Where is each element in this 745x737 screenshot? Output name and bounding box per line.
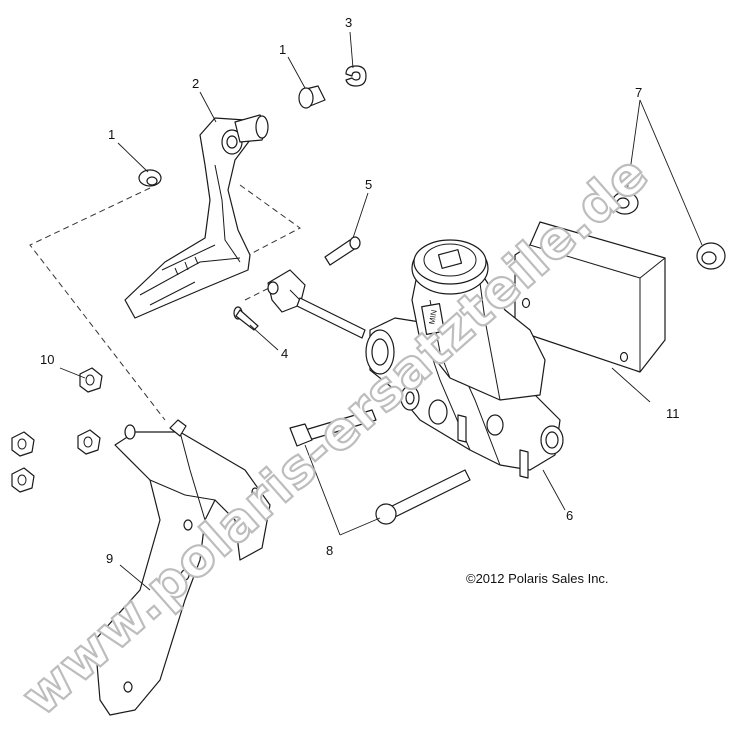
callout-1-left: 1	[108, 127, 115, 142]
callout-4: 4	[281, 346, 288, 361]
callout-9: 9	[106, 551, 113, 566]
bolt-upper	[289, 409, 377, 447]
callouts: 1 2 1 3 5 4 6 7 8 9 10 11	[40, 15, 680, 566]
callout-11: 11	[666, 406, 680, 421]
leader-lines	[59, 31, 703, 591]
grommet-lower	[696, 242, 726, 270]
nut-a	[79, 367, 103, 393]
callout-2: 2	[192, 76, 199, 91]
bushing-top	[298, 85, 326, 109]
pedal-arm	[124, 114, 269, 319]
bushing-left	[138, 169, 162, 187]
plate-bracket	[514, 221, 666, 373]
copyright-text: ©2012 Polaris Sales Inc.	[466, 571, 609, 586]
clevis-pin	[324, 236, 361, 266]
callout-8: 8	[326, 543, 333, 558]
cotter-pin	[233, 306, 259, 331]
callout-6: 6	[566, 508, 573, 523]
callout-10: 10	[40, 352, 54, 367]
grommet-upper	[611, 191, 639, 215]
e-clip	[345, 65, 367, 87]
nut-c	[77, 429, 101, 455]
bolt-lower	[375, 469, 471, 525]
callout-5: 5	[365, 177, 372, 192]
reservoir-min-label: MIN	[427, 309, 438, 325]
mounting-bracket	[94, 419, 271, 716]
callout-1-top: 1	[279, 42, 286, 57]
nut-b	[11, 431, 35, 457]
callout-3: 3	[345, 15, 352, 30]
callout-7: 7	[635, 85, 642, 100]
nut-d	[11, 467, 35, 493]
master-cylinder: MIN	[267, 239, 564, 479]
